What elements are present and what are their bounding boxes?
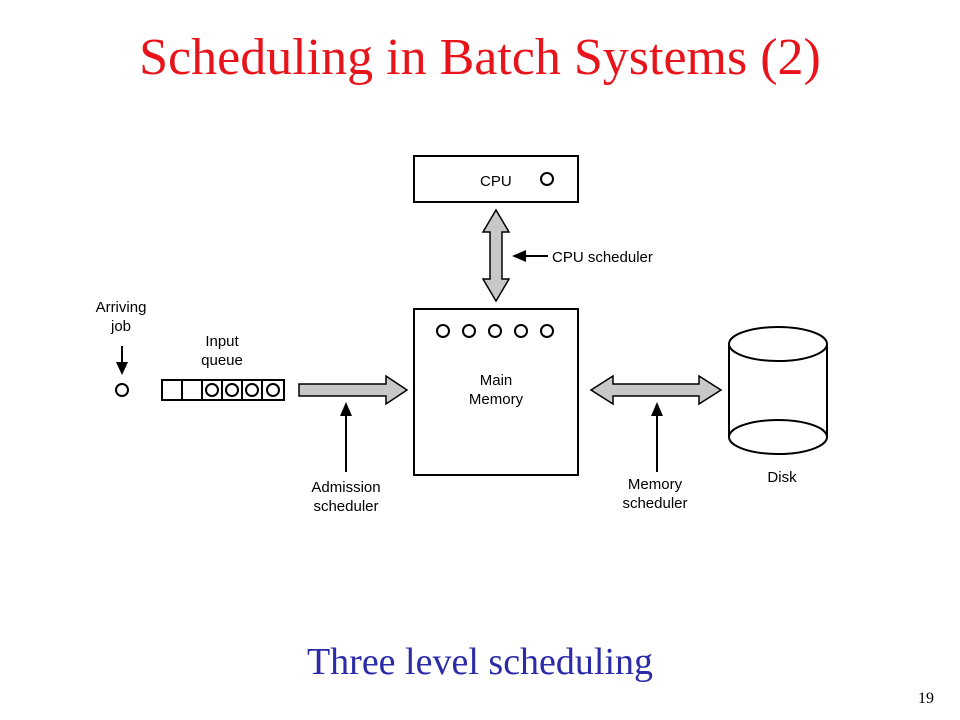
arriving-job-circle (115, 383, 129, 397)
cpu-box: CPU (413, 155, 579, 203)
queue-to-memory-arrow (298, 374, 409, 406)
arriving-job-label-line1: Arriving (96, 299, 147, 316)
disk-cylinder (728, 326, 828, 455)
page-number: 19 (918, 690, 934, 707)
slide-caption: Three level scheduling (306, 641, 654, 683)
arriving-job-arrow (116, 346, 128, 375)
input-queue-label-line1: Input (205, 333, 239, 350)
main-memory-box (413, 308, 579, 476)
cpu-process-circle (540, 172, 554, 186)
cpu-memory-double-arrow (481, 208, 511, 303)
main-memory-label-line2: Memory (469, 391, 524, 408)
input-queue-label-line2: queue (201, 352, 243, 369)
disk-label: Disk (767, 469, 797, 486)
memory-scheduler-label-line2: scheduler (622, 495, 687, 512)
cpu-scheduler-label: CPU scheduler (552, 249, 653, 266)
cpu-label: CPU (480, 173, 512, 190)
arriving-job-label-line2: job (110, 318, 131, 335)
memory-scheduler-pointer (651, 402, 663, 472)
admission-scheduler-label-line1: Admission (311, 479, 380, 496)
admission-scheduler-pointer (340, 402, 352, 472)
memory-disk-double-arrow (589, 374, 723, 406)
input-queue (161, 379, 285, 401)
main-memory-label-line1: Main (480, 372, 513, 389)
admission-scheduler-label-line2: scheduler (313, 498, 378, 515)
cpu-scheduler-pointer (512, 250, 548, 262)
memory-scheduler-label-line1: Memory (628, 476, 683, 493)
slide-title: Scheduling in Batch Systems (2) (139, 29, 821, 86)
